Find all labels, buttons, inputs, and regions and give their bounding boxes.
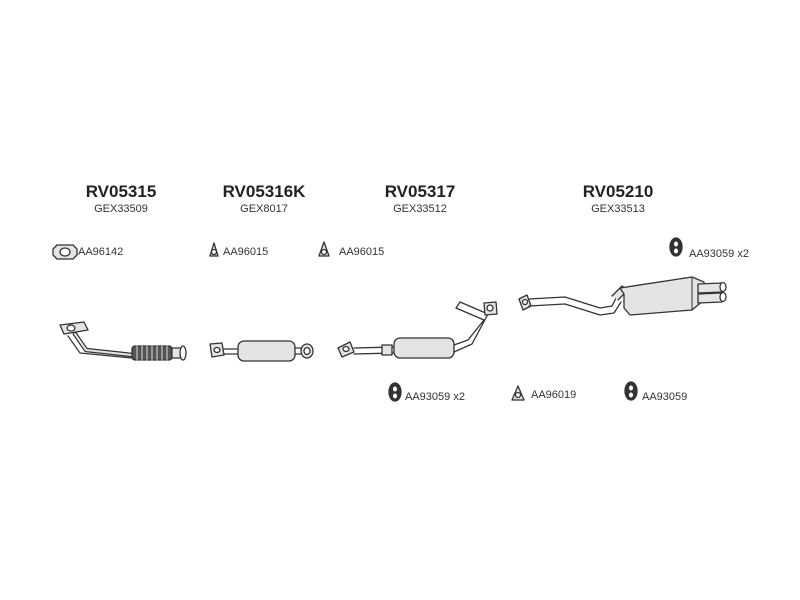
triangle-flange-gasket-icon (511, 385, 525, 401)
center-section-rv05316k (209, 340, 314, 362)
fitting-label-aa93059: AA93059 (642, 391, 688, 403)
assembly-ref-gex33512: GEX33512 (393, 203, 447, 215)
assembly-code-rv05210: RV05210 (582, 182, 654, 201)
fitting-label-aa93059-x2-top: AA93059 x2 (689, 248, 749, 260)
fitting-label-aa96019: AA96019 (531, 389, 577, 401)
assembly-ref-gex33513: GEX33513 (591, 203, 645, 215)
front-pipe-rv05315 (59, 321, 187, 361)
fitting-label-aa96015-a: AA96015 (223, 246, 269, 258)
assembly-code-rv05317: RV05317 (384, 182, 456, 201)
triangle-flange-gasket-icon (318, 241, 330, 257)
assembly-code-rv05316k: RV05316K (222, 182, 306, 201)
rubber-hanger-icon (624, 381, 638, 401)
middle-silencer-rv05317 (337, 301, 498, 359)
triangle-flange-gasket-icon (209, 242, 219, 257)
rear-silencer-rv05210 (518, 276, 727, 316)
assembly-ref-gex8017: GEX8017 (240, 203, 288, 215)
assembly-ref-gex33509: GEX33509 (94, 203, 148, 215)
rubber-hanger-icon (388, 382, 402, 402)
fitting-label-aa96142: AA96142 (78, 246, 124, 258)
gasket-icon (52, 244, 78, 260)
fitting-label-aa93059-x2-bottom: AA93059 x2 (405, 391, 465, 403)
fitting-label-aa96015-b: AA96015 (339, 246, 385, 258)
rubber-hanger-icon (669, 237, 683, 257)
assembly-code-rv05315: RV05315 (85, 182, 157, 201)
